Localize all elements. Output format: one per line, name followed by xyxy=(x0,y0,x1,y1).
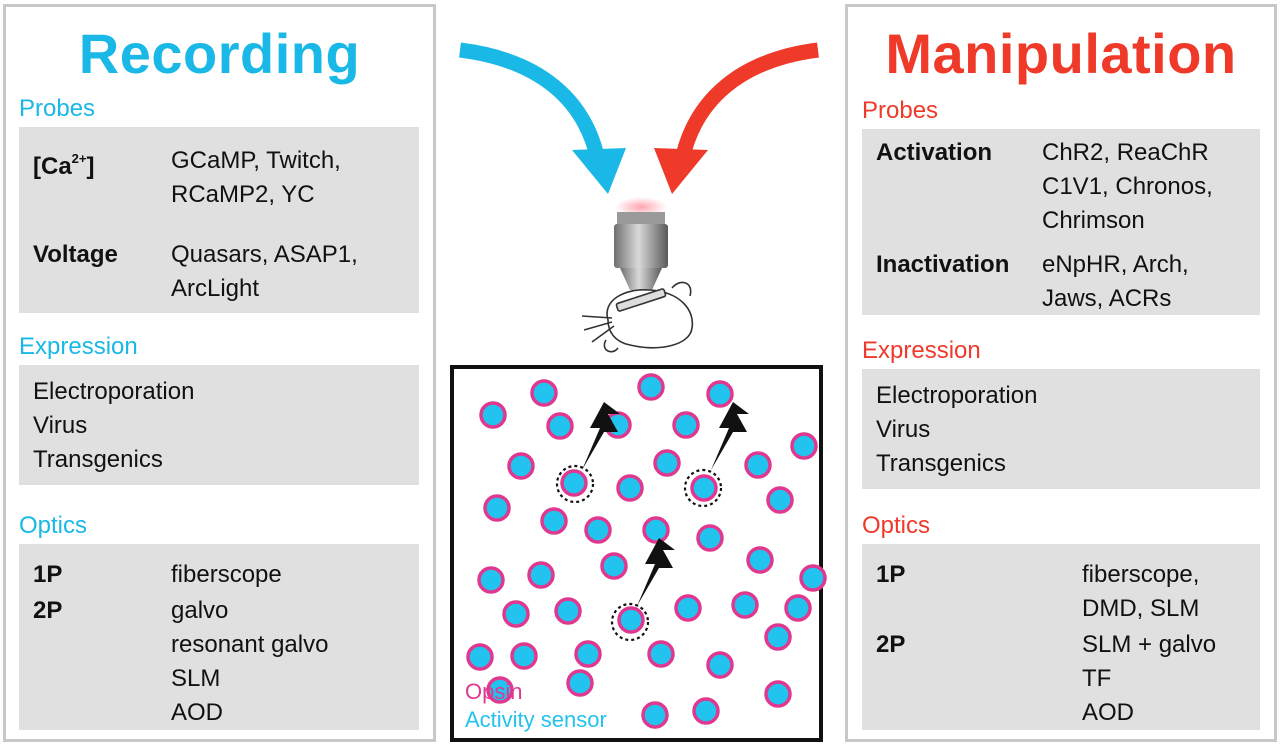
recording-optics-box: 1P fiberscope 2P galvo resonant galvo SL… xyxy=(19,544,419,730)
calcium-value-line: GCaMP, Twitch, xyxy=(171,147,341,174)
cell xyxy=(546,412,574,440)
voltage-value-line: Quasars, ASAP1, xyxy=(171,241,358,268)
manipulation-panel: Manipulation Probes Activation ChR2, Rea… xyxy=(845,4,1277,742)
legend-opsin: Opsin xyxy=(465,679,523,704)
cell xyxy=(766,486,794,514)
lightning-bolt-icon xyxy=(711,402,749,470)
cell xyxy=(616,474,644,502)
cell xyxy=(560,469,588,497)
manipulation-optics-box: 1P fiberscope, DMD, SLM 2P SLM + galvo T… xyxy=(862,544,1260,730)
cell xyxy=(784,594,812,622)
cell xyxy=(641,701,669,729)
recording-probes-box: [Ca2+] GCaMP, Twitch, RCaMP2, YC Voltage… xyxy=(19,127,419,313)
cell xyxy=(690,474,718,502)
target-ring xyxy=(610,602,650,642)
manipulation-probes-heading: Probes xyxy=(862,97,939,124)
manipulation-probes-box: Activation ChR2, ReaChR C1V1, Chronos, C… xyxy=(862,129,1260,315)
cell xyxy=(799,564,827,592)
cell xyxy=(746,546,774,574)
cell xyxy=(466,643,494,671)
manipulation-title: Manipulation xyxy=(885,22,1237,85)
cell xyxy=(764,680,792,708)
microscope-objective-icon xyxy=(614,197,668,296)
recording-probes-heading: Probes xyxy=(19,95,96,122)
cell xyxy=(554,597,582,625)
recording-panel: Recording Probes [Ca2+] GCaMP, Twitch, R… xyxy=(3,4,436,742)
voltage-value-line: ArcLight xyxy=(171,275,260,302)
cell xyxy=(502,600,530,628)
cell xyxy=(706,380,734,408)
cell xyxy=(790,432,818,460)
voltage-key: Voltage xyxy=(33,241,118,268)
cell xyxy=(477,566,505,594)
cell xyxy=(486,676,514,704)
cell xyxy=(744,451,772,479)
cell xyxy=(764,623,792,651)
manipulation-expression-box: Electroporation Virus Transgenics xyxy=(862,369,1260,489)
calcium-key: [Ca2+] xyxy=(33,151,95,180)
cell xyxy=(483,494,511,522)
cell xyxy=(696,524,724,552)
cell xyxy=(706,651,734,679)
down-curved-arrow-icon xyxy=(654,42,819,194)
recording-title: Recording xyxy=(78,22,361,85)
expression-item: Virus xyxy=(33,412,88,439)
stimulation-bolts xyxy=(582,402,749,606)
cell xyxy=(507,452,535,480)
expression-item: Electroporation xyxy=(33,378,195,405)
cell xyxy=(647,640,675,668)
cell xyxy=(584,516,612,544)
recording-optics-heading: Optics xyxy=(19,512,88,539)
cell xyxy=(617,606,645,634)
manipulation-optics-heading: Optics xyxy=(862,512,931,539)
cell xyxy=(530,379,558,407)
cell xyxy=(731,591,759,619)
legend-activity-sensor: Activity sensor xyxy=(465,707,607,732)
down-curved-arrow-icon xyxy=(459,42,626,194)
cell xyxy=(692,697,720,725)
cell xyxy=(527,561,555,589)
recording-expression-box: Electroporation Virus Transgenics xyxy=(19,365,419,485)
cell xyxy=(479,401,507,429)
cell xyxy=(574,640,602,668)
target-ring xyxy=(683,468,723,508)
cell xyxy=(672,411,700,439)
cell xyxy=(510,642,538,670)
cell xyxy=(674,594,702,622)
cell xyxy=(642,516,670,544)
lightning-bolt-icon xyxy=(582,402,620,470)
lightning-bolt-icon xyxy=(637,538,675,606)
target-ring xyxy=(555,464,595,504)
cell xyxy=(600,552,628,580)
cell xyxy=(653,449,681,477)
manipulation-expression-heading: Expression xyxy=(862,337,981,364)
cell xyxy=(637,373,665,401)
calcium-value-line: RCaMP2, YC xyxy=(171,181,315,208)
cell xyxy=(540,507,568,535)
cell xyxy=(566,669,594,697)
recording-expression-heading: Expression xyxy=(19,333,138,360)
expression-item: Transgenics xyxy=(33,446,163,473)
mouse-icon xyxy=(581,281,694,353)
